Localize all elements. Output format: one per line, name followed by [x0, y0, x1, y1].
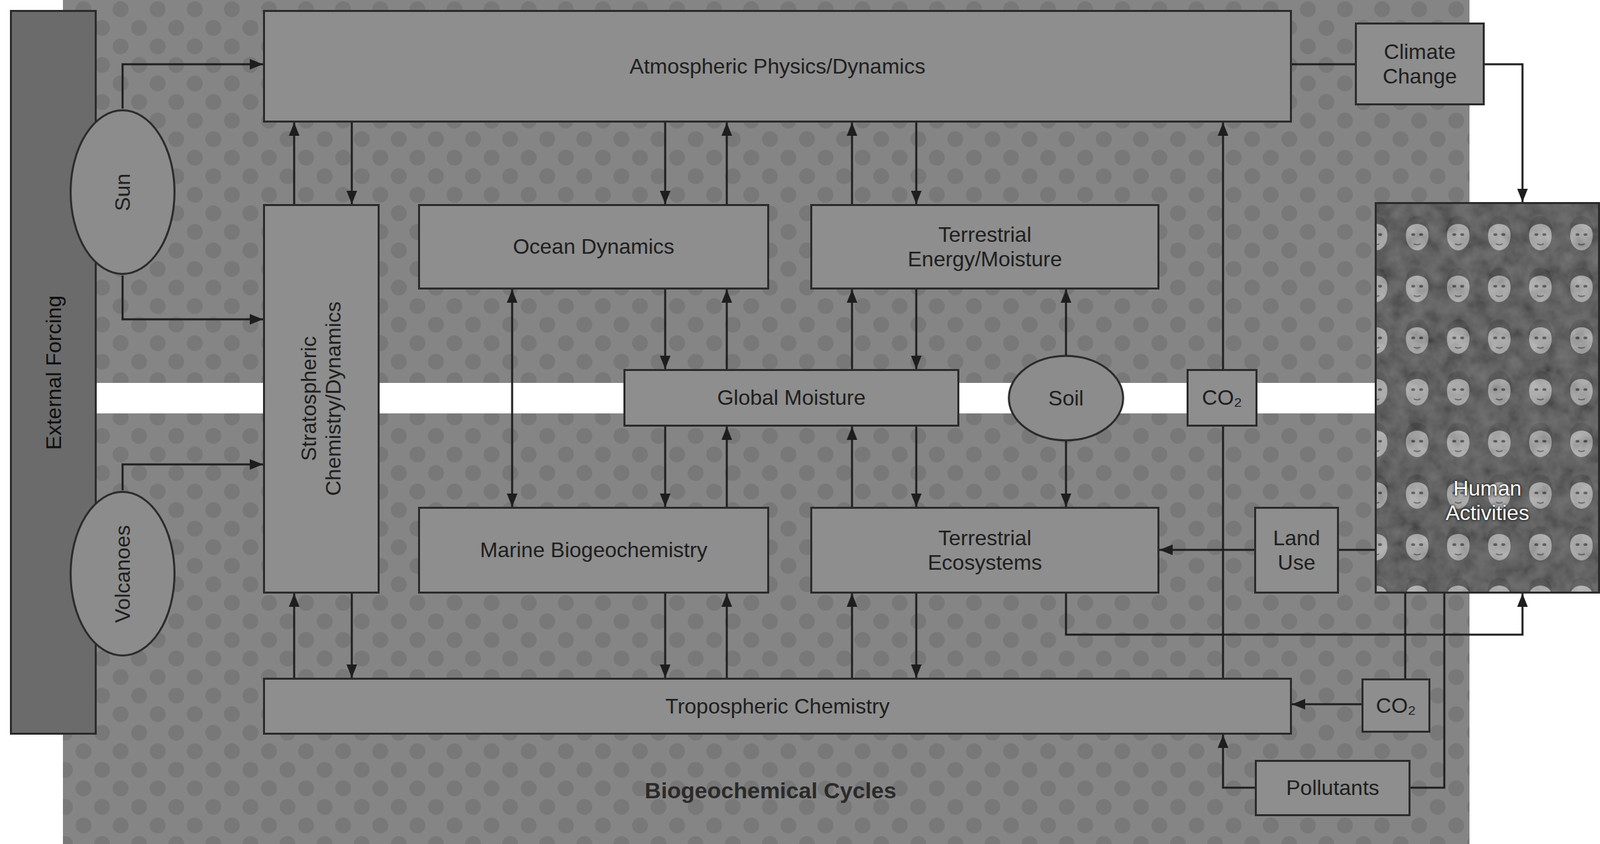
- source-ellipse: Volcanoes: [69, 490, 176, 658]
- node-label: Land Use: [1263, 526, 1330, 576]
- photo-faces: [1374, 202, 1600, 594]
- flow-arrow: [1484, 64, 1523, 203]
- node-label: Terrestrial Ecosystems: [899, 526, 1072, 576]
- node-label: CO₂: [1201, 385, 1242, 411]
- process-box: CO₂: [1361, 678, 1431, 733]
- process-box: Terrestrial Ecosystems: [810, 506, 1160, 594]
- flow-arrow: [1065, 441, 1068, 507]
- node-label: Human Activities: [1414, 476, 1561, 526]
- process-box: Land Use: [1254, 506, 1339, 594]
- flow-arrow: [1066, 593, 1523, 635]
- process-box: CO₂: [1186, 369, 1258, 427]
- ellipse-shape: [70, 492, 175, 656]
- process-box: Tropospheric Chemistry: [263, 677, 1292, 735]
- flow-arrow: [851, 426, 854, 507]
- flow-arrow: [851, 593, 854, 678]
- flow-arrow: [1223, 734, 1255, 788]
- node-label: Terrestrial Energy/Moisture: [879, 222, 1092, 272]
- process-box: Atmospheric Physics/Dynamics: [263, 9, 1292, 123]
- ellipse-shape: [70, 110, 175, 275]
- flow-arrow: [851, 122, 854, 205]
- node-label: CO₂: [1376, 693, 1416, 719]
- flow-arrow: [351, 122, 354, 205]
- process-box: Marine Biogeochemistry: [418, 506, 770, 594]
- flow-arrow: [726, 593, 729, 678]
- pool-ellipse: Soil: [1007, 355, 1125, 442]
- node-label: Sun: [110, 119, 136, 266]
- flow-arrow: [1159, 549, 1255, 552]
- flow-arrow: [122, 64, 264, 109]
- textured-ground: [62, 0, 1470, 844]
- flow-arrow: [1291, 63, 1355, 66]
- flow-arrow: [915, 593, 918, 678]
- flow-arrow: [351, 593, 354, 678]
- flow-arrow: [1065, 289, 1068, 356]
- photo-ground: [1374, 202, 1600, 594]
- photo-panel: Human Activities: [1374, 202, 1600, 594]
- flow-arrow: [1338, 549, 1375, 552]
- flow-arrow: [915, 426, 918, 507]
- node-label: Global Moisture: [716, 385, 866, 411]
- region-label: Biogeochemical Cycles: [644, 777, 897, 804]
- flow-arrow: [122, 275, 264, 320]
- process-box: Terrestrial Energy/Moisture: [810, 204, 1160, 290]
- flow-arrow: [511, 289, 514, 507]
- flow-arrow: [1222, 122, 1225, 370]
- flow-arrow: [726, 426, 729, 507]
- flow-arrow: [293, 122, 296, 205]
- flow-arrow: [851, 289, 854, 370]
- flow-arrow: [293, 593, 296, 678]
- flow-arrow: [726, 289, 729, 370]
- process-box: Ocean Dynamics: [418, 204, 770, 290]
- node-label: Pollutants: [1285, 775, 1380, 801]
- flow-arrow: [664, 122, 667, 205]
- node-label: Marine Biogeochemistry: [479, 537, 707, 563]
- flow-arrow: [726, 122, 729, 205]
- process-box: Global Moisture: [623, 369, 960, 427]
- photo-grain: [1374, 202, 1600, 594]
- node-label: External Forcing: [41, 239, 66, 505]
- ellipse-shape: [1009, 355, 1123, 440]
- crowd-photo: [1374, 202, 1600, 594]
- flow-arrow: [664, 426, 667, 507]
- node-label: Soil: [1048, 386, 1084, 411]
- node-label: Tropospheric Chemistry: [665, 694, 890, 719]
- flow-arrow: [664, 289, 667, 370]
- node-label: Atmospheric Physics/Dynamics: [629, 54, 925, 79]
- flow-arrow: [122, 464, 264, 491]
- process-box: Pollutants: [1254, 759, 1411, 817]
- flow-arrow: [1291, 703, 1362, 706]
- node-label: Climate Change: [1363, 39, 1477, 89]
- flow-arrow: [664, 593, 667, 678]
- source-ellipse: Sun: [69, 108, 176, 276]
- process-box: Stratospheric Chemistry/Dynamics: [263, 204, 380, 594]
- flow-arrow: [915, 289, 918, 370]
- process-box: Climate Change: [1354, 22, 1485, 106]
- node-label: Volcanoes: [110, 500, 136, 647]
- flow-arrow: [1222, 426, 1225, 678]
- node-label: Ocean Dynamics: [512, 234, 675, 260]
- node-label: Stratospheric Chemistry/Dynamics: [296, 279, 346, 519]
- flow-arrow: [915, 122, 918, 205]
- flow-arrow: [1404, 593, 1407, 679]
